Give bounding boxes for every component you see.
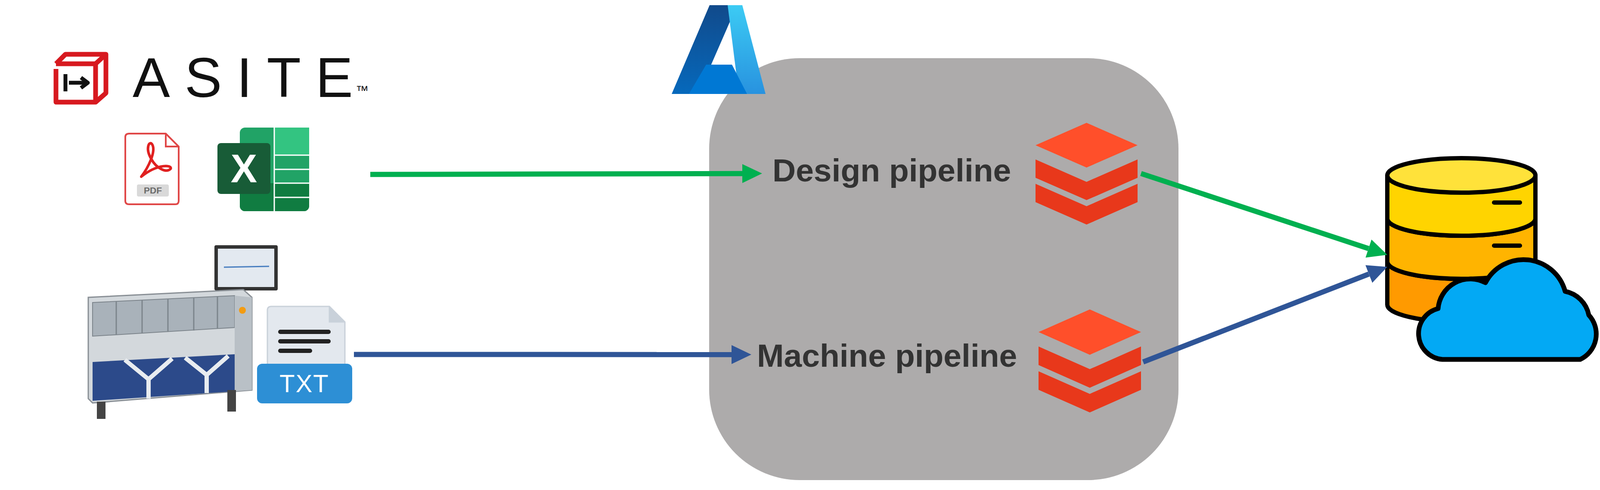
framing-machine (92, 295, 235, 336)
node-text: Design pipeline (772, 152, 1040, 188)
flow-arrow (370, 173, 743, 175)
azure-cloud-container: Design pipelineMachine pipeline (709, 58, 1179, 480)
pdf-file-icon (125, 133, 179, 205)
asite-logo-mark (55, 54, 106, 103)
framing-machine (92, 353, 235, 401)
txt-file-graphic (267, 306, 345, 373)
node-text: ASITE (132, 49, 400, 106)
source-logo-group: ASITE (51, 47, 371, 216)
asite-logo-mark (55, 54, 106, 103)
cloud-database-icon (1387, 158, 1536, 193)
txt-file-graphic (329, 306, 345, 322)
databricks-icon (1035, 159, 1138, 200)
framing-machine (185, 355, 229, 393)
cloud-database-icon (1387, 158, 1597, 360)
framing-machine (116, 296, 218, 335)
file-type-label: PDF (136, 184, 169, 197)
pdf-file-icon (136, 184, 169, 197)
asite-logo-mark (95, 54, 106, 64)
excel-logo-letter: X (217, 142, 271, 194)
framing-machine (217, 248, 275, 287)
flow-arrow (1141, 173, 1369, 249)
node-text: TXT (254, 363, 354, 404)
cloud-database (1387, 158, 1597, 360)
databricks-icon (1038, 346, 1142, 388)
framing-machine (223, 266, 270, 267)
framing-machine (88, 244, 278, 419)
databricks-icon (1038, 370, 1142, 413)
framing-machine (96, 401, 106, 419)
pipeline-box: Machine pipeline (751, 307, 1144, 414)
cloud-database-icon (1418, 259, 1597, 360)
framing-machine (227, 389, 236, 412)
excel-file-icon (274, 127, 310, 156)
azure-logo (727, 5, 766, 94)
excel-file-icon (217, 127, 310, 211)
node-text: Machine pipeline (756, 337, 1042, 373)
pdf-file-icon (165, 133, 179, 147)
framing-machine (214, 244, 278, 291)
databricks-icon (1035, 122, 1138, 168)
framing-machine (88, 289, 252, 403)
databricks-icon (1035, 122, 1138, 225)
pipeline-box: Design pipeline (762, 122, 1142, 227)
framing-machine (234, 295, 252, 391)
azure-logo (688, 64, 748, 94)
databricks-icon (1035, 183, 1138, 225)
flow-arrow (353, 351, 732, 357)
framing-machine (124, 358, 173, 399)
pdf-file-icon (125, 133, 179, 205)
databricks-icon (1038, 309, 1142, 413)
txt-file-graphic (280, 331, 329, 351)
azure-logo (671, 5, 738, 94)
asite-logo-mark (55, 63, 96, 103)
framing-machine (238, 306, 246, 314)
databricks-icon (1038, 309, 1142, 355)
excel-file-icon (217, 142, 271, 194)
pdf-file-icon (141, 142, 171, 177)
flow-arrow (1143, 273, 1369, 362)
asite-logo-mark (80, 77, 88, 88)
asite-logo-mark (63, 74, 68, 92)
excel-file-icon (274, 127, 310, 211)
txt-file-icon: TXT (254, 301, 354, 405)
azure-logo (671, 5, 766, 94)
